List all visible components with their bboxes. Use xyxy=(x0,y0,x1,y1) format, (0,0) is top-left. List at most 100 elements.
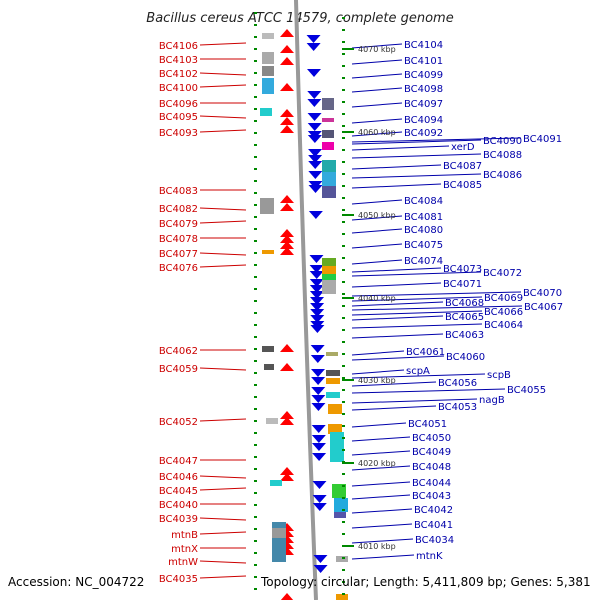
right-connector xyxy=(351,59,403,65)
right-gene-label[interactable]: BC4056 xyxy=(438,378,477,389)
right-gene-label[interactable]: BC4080 xyxy=(404,225,443,236)
right-connector xyxy=(351,450,411,456)
left-gene-label[interactable]: BC4045 xyxy=(159,486,198,497)
right-gene-label[interactable]: BC4064 xyxy=(484,320,523,331)
left-gene-label[interactable]: BC4059 xyxy=(159,364,198,375)
track-tick-right xyxy=(342,557,345,559)
right-gene-label[interactable]: BC4086 xyxy=(483,170,522,181)
forward-gene-block xyxy=(264,364,274,370)
right-gene-label[interactable]: BC4075 xyxy=(404,240,443,251)
left-gene-label[interactable]: BC4077 xyxy=(159,249,198,260)
left-gene-label[interactable]: mtnB xyxy=(171,530,198,541)
right-gene-label[interactable]: BC4055 xyxy=(507,385,546,396)
track-tick-left xyxy=(254,384,257,386)
track-tick-left xyxy=(254,576,257,578)
track-tick-right xyxy=(342,593,345,595)
right-gene-label[interactable]: BC4053 xyxy=(438,402,477,413)
right-gene-label[interactable]: scpA xyxy=(406,366,430,377)
right-gene-label[interactable]: BC4050 xyxy=(412,433,451,444)
track-tick-left xyxy=(254,276,257,278)
left-gene-label[interactable]: BC4096 xyxy=(159,99,198,110)
right-gene-label[interactable]: BC4090 xyxy=(483,136,522,147)
right-gene-label[interactable]: BC4097 xyxy=(404,99,443,110)
right-gene-label[interactable]: BC4044 xyxy=(412,478,451,489)
right-gene-label[interactable]: BC4101 xyxy=(404,56,443,67)
left-gene-label[interactable]: BC4039 xyxy=(159,514,198,525)
right-gene-label[interactable]: BC4066 xyxy=(484,307,523,318)
reverse-gene-block xyxy=(334,498,348,512)
right-gene-label[interactable]: BC4091 xyxy=(523,134,562,145)
left-gene-label[interactable]: BC4079 xyxy=(159,219,198,230)
left-gene-label[interactable]: BC4100 xyxy=(159,83,198,94)
right-connector xyxy=(351,398,478,404)
track-tick-left xyxy=(254,480,257,482)
right-gene-label[interactable]: BC4048 xyxy=(412,462,451,473)
right-gene-label[interactable]: BC4098 xyxy=(404,84,443,95)
right-gene-label[interactable]: xerD xyxy=(451,142,475,153)
reverse-gene-block xyxy=(328,404,342,414)
right-gene-label[interactable]: BC4084 xyxy=(404,196,443,207)
left-gene-label[interactable]: BC4102 xyxy=(159,69,198,80)
left-gene-label[interactable]: BC4082 xyxy=(159,204,198,215)
right-gene-label[interactable]: BC4070 xyxy=(523,288,562,299)
reverse-gene-arrow xyxy=(306,35,321,43)
left-gene-label[interactable]: mtnX xyxy=(171,544,198,555)
right-gene-label[interactable]: BC4072 xyxy=(483,268,522,279)
right-gene-label[interactable]: BC4088 xyxy=(483,150,522,161)
right-gene-label[interactable]: BC4092 xyxy=(404,128,443,139)
track-tick-left xyxy=(254,144,257,146)
left-gene-label[interactable]: BC4047 xyxy=(159,456,198,467)
left-gene-label[interactable]: BC4062 xyxy=(159,346,198,357)
left-gene-label[interactable]: BC4052 xyxy=(159,417,198,428)
right-gene-label[interactable]: BC4061 xyxy=(406,347,445,358)
right-gene-label[interactable]: BC4068 xyxy=(445,298,484,309)
right-gene-label[interactable]: BC4049 xyxy=(412,447,451,458)
right-gene-label[interactable]: BC4060 xyxy=(446,352,485,363)
right-gene-label[interactable]: BC4051 xyxy=(408,419,447,430)
track-tick-left xyxy=(254,60,257,62)
right-gene-label[interactable]: BC4104 xyxy=(404,40,443,51)
right-gene-label[interactable]: BC4042 xyxy=(414,505,453,516)
right-gene-label[interactable]: BC4034 xyxy=(415,535,454,546)
right-gene-label[interactable]: BC4067 xyxy=(524,302,563,313)
right-connector xyxy=(351,508,413,514)
track-tick-right xyxy=(342,53,345,55)
reverse-gene-arrow xyxy=(309,285,324,293)
left-connector xyxy=(199,418,247,422)
right-gene-label[interactable]: BC4063 xyxy=(445,330,484,341)
reverse-gene-block xyxy=(322,98,334,110)
right-gene-label[interactable]: BC4069 xyxy=(484,293,523,304)
left-gene-label[interactable]: BC4078 xyxy=(159,234,198,245)
right-gene-label[interactable]: BC4073 xyxy=(443,264,482,275)
left-gene-label[interactable]: BC4076 xyxy=(159,263,198,274)
right-gene-label[interactable]: mtnK xyxy=(416,551,443,562)
left-gene-label[interactable]: BC4046 xyxy=(159,472,198,483)
left-gene-label[interactable]: BC4106 xyxy=(159,41,198,52)
left-gene-label[interactable]: BC4103 xyxy=(159,55,198,66)
left-gene-label[interactable]: BC4035 xyxy=(159,574,198,585)
right-gene-label[interactable]: BC4074 xyxy=(404,256,443,267)
left-gene-label[interactable]: BC4095 xyxy=(159,112,198,123)
right-gene-label[interactable]: nagB xyxy=(479,395,505,406)
right-gene-label[interactable]: BC4087 xyxy=(443,161,482,172)
left-gene-label[interactable]: BC4040 xyxy=(159,500,198,511)
left-gene-label[interactable]: BC4093 xyxy=(159,128,198,139)
right-gene-label[interactable]: BC4085 xyxy=(443,180,482,191)
right-gene-label[interactable]: BC4094 xyxy=(404,115,443,126)
right-connector xyxy=(351,494,411,500)
reverse-gene-arrow xyxy=(309,271,324,279)
right-gene-label[interactable]: BC4065 xyxy=(445,312,484,323)
left-gene-label[interactable]: mtnW xyxy=(168,557,198,568)
track-tick-right xyxy=(342,413,345,415)
right-gene-label[interactable]: scpB xyxy=(487,370,511,381)
right-gene-label[interactable]: BC4071 xyxy=(443,279,482,290)
right-gene-label[interactable]: BC4099 xyxy=(404,70,443,81)
right-connector xyxy=(351,323,483,329)
left-gene-label[interactable]: BC4083 xyxy=(159,186,198,197)
right-gene-label[interactable]: BC4043 xyxy=(412,491,451,502)
right-gene-label[interactable]: BC4081 xyxy=(404,212,443,223)
right-gene-label[interactable]: BC4041 xyxy=(414,520,453,531)
track-tick-right xyxy=(342,521,345,523)
forward-gene-arrow xyxy=(280,467,294,475)
